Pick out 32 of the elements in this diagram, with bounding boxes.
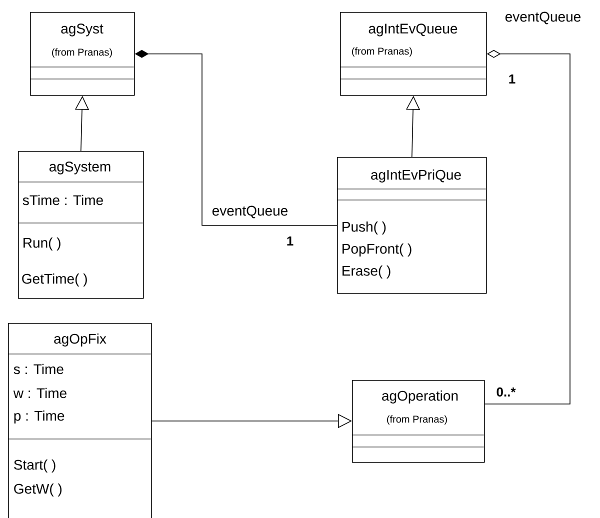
package-note: (from Pranas): [387, 415, 447, 425]
class-box: [352, 380, 485, 463]
class-box: [18, 151, 144, 299]
attribute: sTime : Time: [22, 194, 103, 206]
class-name: agSystem: [49, 162, 110, 174]
class-name: agIntEvQueue: [368, 24, 458, 36]
attribute: w : Time: [13, 388, 66, 398]
class-box: [30, 12, 135, 96]
role-label: eventQueue: [505, 12, 581, 24]
package-note: (from Pranas): [352, 47, 412, 57]
class-name: agOpFix: [54, 333, 106, 347]
attribute: p : Time: [14, 410, 64, 424]
class-name: agSyst: [61, 24, 104, 36]
attribute: s : Time: [14, 364, 64, 374]
operation: Run( ): [24, 237, 60, 251]
operation: GetTime( ): [22, 273, 87, 287]
class-box: [8, 323, 152, 518]
operation: GetW( ): [14, 483, 62, 497]
multiplicity: 1: [509, 74, 516, 84]
operation: PopFront( ): [342, 243, 412, 257]
multiplicity: 1: [287, 236, 294, 246]
operation: Start( ): [14, 459, 56, 473]
class-name: agIntEvPriQue: [371, 169, 461, 183]
operation: Push( ): [342, 221, 386, 235]
class-box: [336, 157, 487, 294]
multiplicity: 0..*: [496, 387, 516, 397]
role-label: eventQueue: [212, 206, 288, 218]
class-box: [340, 12, 487, 96]
class-name: agOperation: [382, 390, 458, 404]
association-line: [484, 50, 570, 404]
operation: Erase( ): [342, 265, 390, 279]
package-note: (from Pranas): [52, 48, 112, 58]
